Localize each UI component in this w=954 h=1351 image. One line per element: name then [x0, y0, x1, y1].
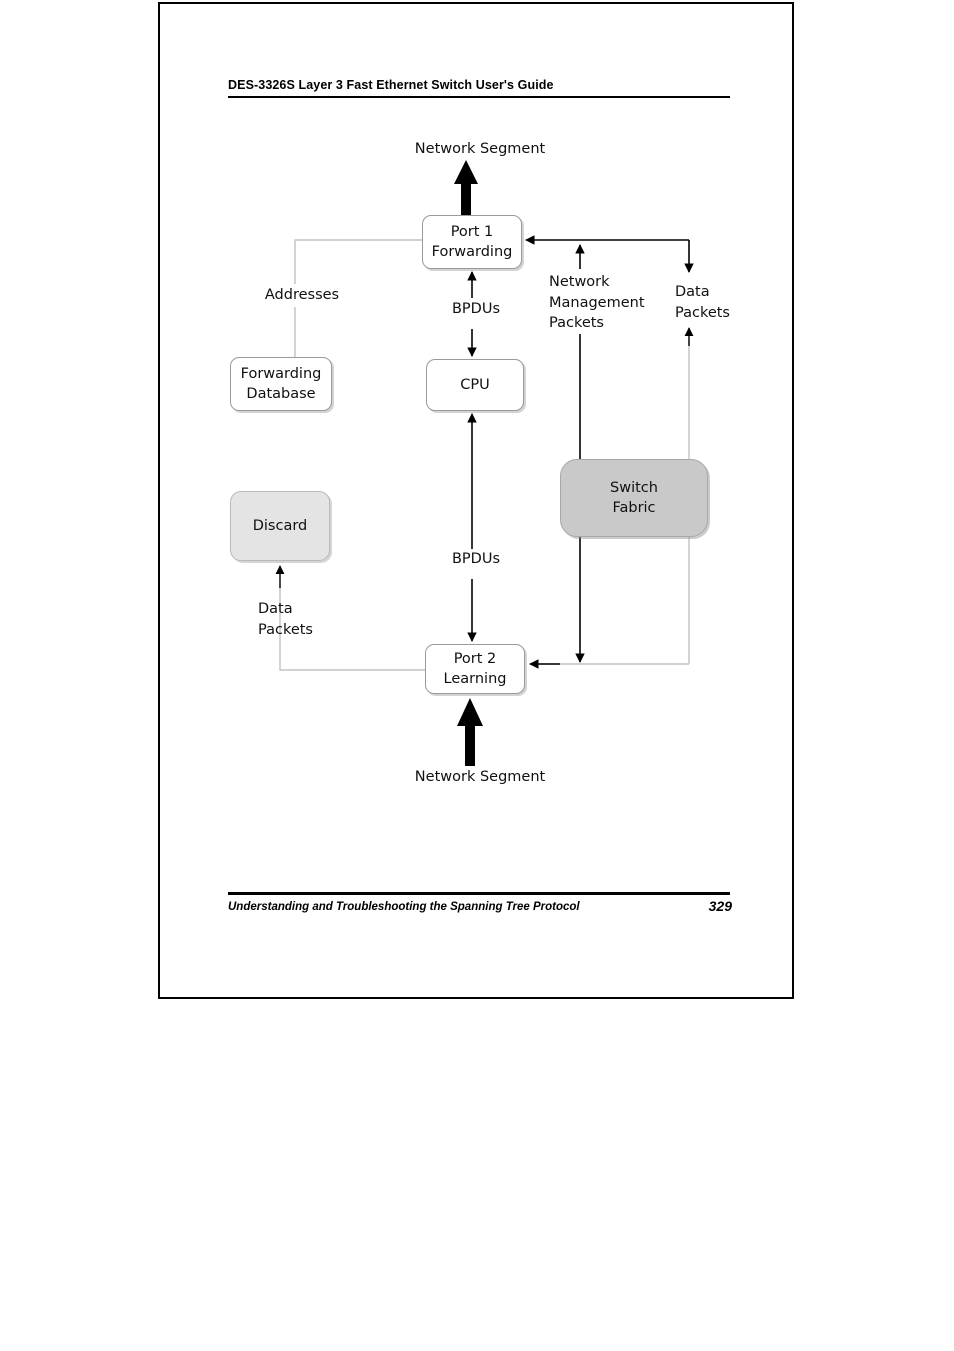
node-port2-learning[interactable]: Port 2 Learning [425, 644, 525, 694]
label-bpdus-upper: BPDUs [448, 299, 504, 320]
line-data-packets-discard [275, 565, 425, 671]
node-port2-line2: Learning [443, 671, 507, 687]
stp-flow-diagram: Port 1 Forwarding Forwarding Database CP… [160, 4, 796, 1001]
label-network-segment-bottom: Network Segment [414, 769, 546, 785]
label-network-segment-top: Network Segment [414, 141, 546, 157]
line-addresses [294, 239, 422, 357]
label-data-packets-right: Data Packets [675, 282, 751, 323]
node-fdb-line2: Database [246, 386, 316, 402]
node-discard-line1: Discard [252, 518, 308, 534]
page-header-title: DES-3326S Layer 3 Fast Ethernet Switch U… [228, 78, 554, 92]
arrow-network-segment-bottom [457, 698, 483, 766]
label-data-packets-right-line1: Data [675, 284, 710, 300]
node-discard[interactable]: Discard [230, 491, 330, 561]
line-port1-inbound [525, 235, 694, 273]
node-cpu-line1: CPU [460, 377, 490, 393]
label-bpdus-lower: BPDUs [448, 549, 504, 570]
document-page: DES-3326S Layer 3 Fast Ethernet Switch U… [158, 2, 794, 999]
node-fdb-line1: Forwarding [240, 366, 322, 382]
node-port1-forwarding[interactable]: Port 1 Forwarding [422, 215, 522, 269]
node-port2-line1: Port 2 [453, 651, 497, 667]
label-nmp-line2: Management [549, 294, 645, 311]
label-data-packets-right-line2: Packets [675, 304, 730, 321]
node-switchfabric-line1: Switch [610, 480, 658, 496]
node-cpu[interactable]: CPU [426, 359, 524, 411]
label-data-packets-left: Data Packets [258, 599, 338, 640]
page-footer-title: Understanding and Troubleshooting the Sp… [228, 901, 580, 913]
node-port1-line2: Forwarding [431, 244, 513, 260]
label-network-management-packets: Network Management Packets [549, 272, 653, 334]
label-nmp-line1: Network [549, 274, 610, 290]
label-data-packets-left-line2: Packets [258, 621, 313, 638]
label-nmp-line3: Packets [549, 315, 604, 332]
node-switchfabric-line2: Fabric [612, 500, 656, 516]
label-addresses: Addresses [242, 284, 362, 307]
node-port1-line1: Port 1 [450, 224, 494, 240]
page-number: 329 [708, 898, 732, 914]
node-forwarding-database[interactable]: Forwarding Database [230, 357, 332, 411]
footer-divider [228, 892, 730, 895]
node-switch-fabric[interactable]: Switch Fabric [560, 459, 708, 537]
header-divider [228, 96, 730, 98]
label-data-packets-left-line1: Data [258, 601, 293, 617]
